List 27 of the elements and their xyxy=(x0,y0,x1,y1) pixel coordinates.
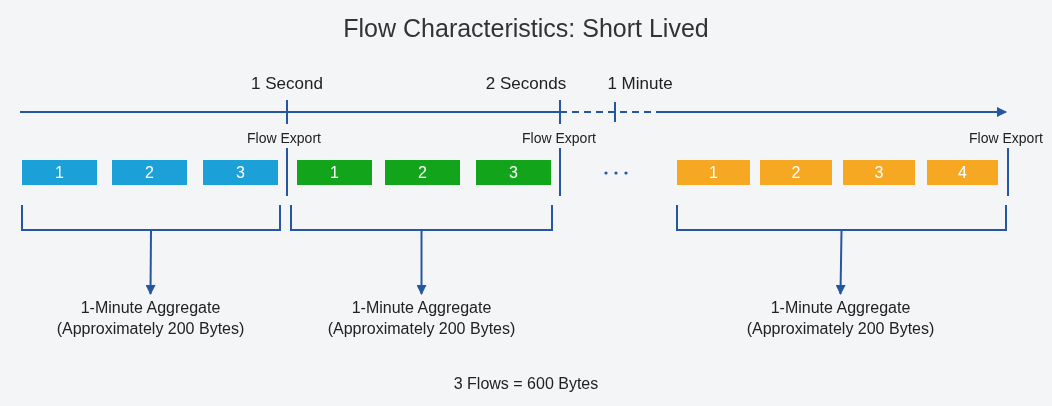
bracket xyxy=(676,205,1007,231)
packet-block: 2 xyxy=(760,160,832,185)
diagram-title: Flow Characteristics: Short Lived xyxy=(343,14,709,43)
arrow xyxy=(416,230,427,295)
arrow xyxy=(835,230,846,295)
bracket xyxy=(290,205,553,231)
flow-export-label: Flow Export xyxy=(247,130,321,146)
aggregate-label: 1-Minute Aggregate (Approximately 200 Bytes) xyxy=(43,297,258,339)
aggregate-label: 1-Minute Aggregate (Approximately 200 Bytes) xyxy=(733,297,948,339)
time-label: 1 Second xyxy=(251,74,323,94)
packet-block: 4 xyxy=(927,160,998,185)
flow-export-label: Flow Export xyxy=(522,130,596,146)
time-label: 2 Seconds xyxy=(485,74,567,94)
packet-block: 3 xyxy=(843,160,915,185)
packet-block: 3 xyxy=(476,160,551,185)
bracket xyxy=(21,205,281,231)
packet-block: 3 xyxy=(203,160,278,185)
arrow xyxy=(145,230,156,295)
packet-block: 2 xyxy=(112,160,187,185)
aggregate-label: 1-Minute Aggregate (Approximately 200 Bytes) xyxy=(314,297,529,339)
caption: 3 Flows = 600 Bytes xyxy=(453,375,599,393)
packet-block: 1 xyxy=(297,160,372,185)
packet-block: 2 xyxy=(385,160,460,185)
time-label: 1 Minute xyxy=(607,74,673,94)
packet-block: 1 xyxy=(677,160,750,185)
flow-export-label: Flow Export xyxy=(969,130,1043,146)
packet-block: 1 xyxy=(22,160,97,185)
